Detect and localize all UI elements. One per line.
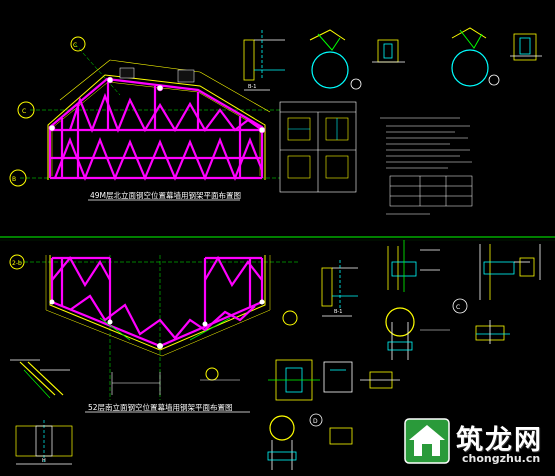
upper-plan-title: 49M层北立面钢空位置幕墙用钢架平面布置图 [90,190,241,200]
lower-left-detail [10,359,73,465]
lower-bottom-pipe [267,413,353,470]
svg-text:B: B [12,176,16,183]
lower-plan-title: 52层南立面钢空位置幕墙用钢架平面布置图 [88,402,233,412]
lower-column-detail [268,359,400,401]
lower-steel-frame-plan: 2-b 52层南立面钢空位置幕墙用钢架平面布置图 [9,254,300,413]
pipe-detail-4 [451,27,500,87]
detail-section-5 [510,33,542,61]
svg-text:C: C [456,304,460,311]
svg-text:2-b: 2-b [12,260,22,267]
lower-node-detail-b [479,244,541,300]
svg-text:B-1: B-1 [248,84,256,90]
lower-right-detail [475,320,510,344]
watermark-brand-text: 筑龙网 [456,425,543,456]
lower-node-detail-a [387,240,440,292]
svg-text:C: C [22,108,26,115]
svg-text:C: C [73,42,77,49]
house-logo-icon [404,418,450,464]
node-schedule-table [279,101,357,193]
detail-section-1 [243,30,285,91]
svg-text:H: H [42,458,46,464]
svg-text:B-1: B-1 [334,309,342,315]
watermark-url: chongzhu.cn [462,452,541,465]
lower-middle-detail-b1 [321,260,358,317]
lower-pipe-detail [385,307,450,360]
svg-text:D: D [313,418,318,425]
upper-steel-frame-plan: C C B 49M层北立面钢空位置幕墙用钢架平面布置图 [9,36,280,201]
detail-section-3 [372,39,405,63]
pipe-detail-2 [309,29,362,90]
general-notes-block [380,117,473,215]
